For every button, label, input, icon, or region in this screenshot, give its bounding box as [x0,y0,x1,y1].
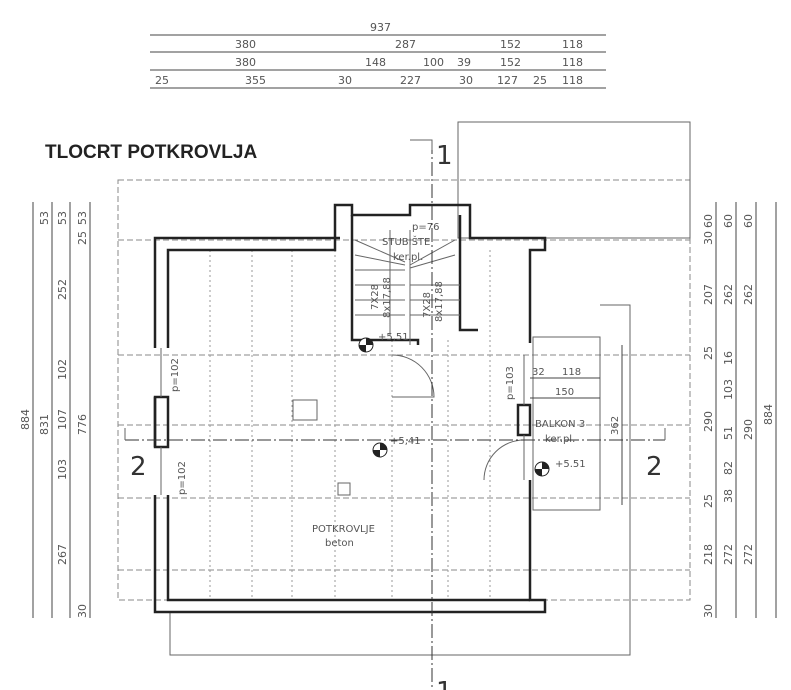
dim: 103 [722,379,735,400]
dim: 118 [562,38,583,51]
dim: 16 [722,351,735,365]
dim: 380 [235,56,256,69]
staircase: p=76 STUBIŠTE ker.pl. 7X28 8x17,88 7X28 … [354,222,460,345]
dim: 884 [19,409,32,430]
dim: 60 [702,214,715,228]
left-dimensions: 884 53 831 53 252 102 107 103 267 53 25 … [19,202,91,618]
dim: 207 [702,284,715,305]
section-lines: 1 1 2 2 [124,139,666,690]
dim: 51 [722,426,735,440]
dim: 127 [497,74,518,87]
dim: 290 [742,419,755,440]
dim: 287 [395,38,416,51]
dim: 227 [400,74,421,87]
opening-label: p=102 [170,358,181,392]
dim: 30 [459,74,473,87]
dim: 25 [76,231,89,245]
dim: 831 [38,414,51,435]
stair-run-label: 8x17,88 [434,281,445,322]
level-marker: +5.51 [534,459,586,477]
dim: 218 [702,544,715,565]
dim: 380 [235,38,256,51]
door-swing [391,354,435,398]
door-swing [483,439,525,481]
dim: 103 [56,459,69,480]
balcony-outline [532,336,601,511]
dim: 118 [562,56,583,69]
level-label: +5,51 [378,332,409,343]
stair-run-label: 8x17,88 [382,277,393,318]
attic-floor: beton [325,538,354,549]
section-1-top: 1 [436,141,453,171]
dim: 100 [423,56,444,69]
level-marker: +5,41 [372,436,421,458]
stair-run-label: 7X28 [370,284,381,310]
rafter-lines [118,239,690,600]
dim: 39 [457,56,471,69]
balcony-dim: 362 [610,416,621,435]
dim: 272 [742,544,755,565]
dim: 262 [722,284,735,305]
dim: 272 [722,544,735,565]
dim: 148 [365,56,386,69]
dim: 53 [38,211,51,225]
balcony-dim: 150 [555,387,574,398]
dim: 776 [76,414,89,435]
dim: 53 [76,211,89,225]
right-dimensions: 60 30 207 25 290 25 218 30 60 262 16 103… [702,202,777,618]
dim: 152 [500,38,521,51]
stairs-floor: ker.pl. [393,252,423,263]
lower-floor-outline [169,304,631,656]
balcony-dim: 118 [562,367,581,378]
plan-title: TLOCRT POTKROVLJA [45,142,257,163]
dim: 937 [370,21,391,34]
dim: 252 [56,279,69,300]
stair-run-label: 7X28 [422,292,433,318]
vent [337,482,351,496]
dim: 25 [702,494,715,508]
dim: 82 [722,461,735,475]
level-label: +5,41 [390,436,421,447]
dim: 25 [702,346,715,360]
dim: 60 [742,214,755,228]
dim: 53 [56,211,69,225]
skylight [292,399,318,421]
dim: 262 [742,284,755,305]
stairs-opening-label: p=76 [412,222,439,233]
dim: 25 [155,74,169,87]
dim: 355 [245,74,266,87]
opening-label: p=103 [505,366,516,400]
dim: 118 [562,74,583,87]
opening-label: p=102 [177,461,188,495]
dim: 30 [702,231,715,245]
stairs-name: STUBIŠTE [382,235,430,248]
dim: 38 [722,489,735,503]
level-marker: +5,51 [358,332,409,353]
dim: 267 [56,544,69,565]
dim: 884 [762,404,775,425]
balcony-dim: 32 [532,367,545,378]
balcony-name: BALKON 3 [535,419,585,430]
dim: 30 [338,74,352,87]
top-dimensions: 937 380 287 152 118 380 148 100 39 152 1… [150,21,606,89]
section-2-right: 2 [646,452,663,482]
section-2-left: 2 [130,452,147,482]
upper-roof-outline [457,121,691,239]
section-1-bottom: 1 [436,677,453,690]
level-label: +5.51 [555,459,586,470]
attic-name: POTKROVLJE [312,524,375,535]
dim: 30 [76,604,89,618]
dim: 107 [56,409,69,430]
dim: 152 [500,56,521,69]
walls [153,203,547,614]
dim: 30 [702,604,715,618]
dim: 25 [533,74,547,87]
dim: 60 [722,214,735,228]
dim: 290 [702,411,715,432]
dim: 102 [56,359,69,380]
